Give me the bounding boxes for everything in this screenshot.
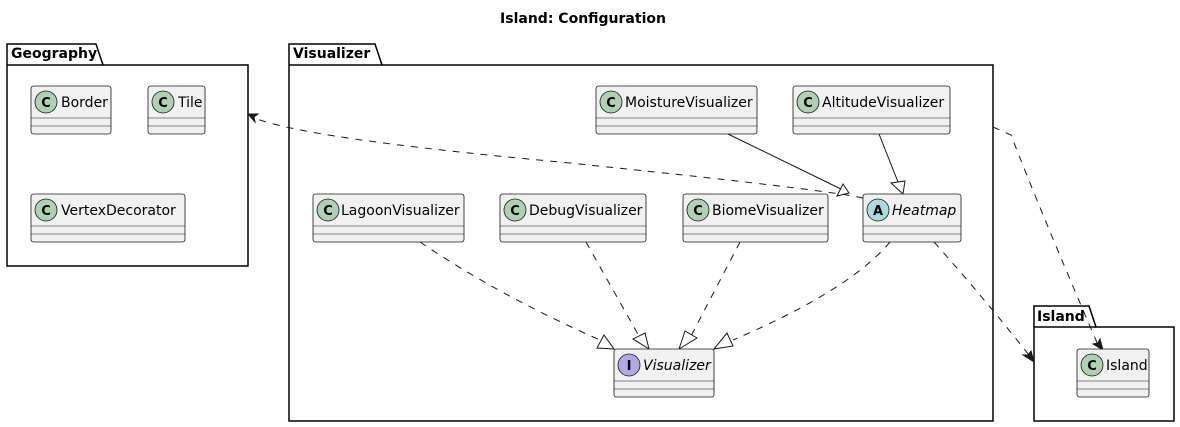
package-frame (6, 43, 249, 267)
class-name: Island (1106, 358, 1148, 374)
package-name: Visualizer (293, 46, 370, 62)
edge-altitude-heatmap (878, 133, 899, 183)
class-name: AltitudeVisualizer (822, 95, 944, 111)
class-stereotype: C (1087, 359, 1097, 374)
class-icon (34, 198, 58, 222)
class-icon (686, 198, 710, 222)
interface-icon (617, 353, 641, 377)
package-frame (1033, 305, 1175, 422)
abstract-class-icon (866, 198, 890, 222)
package-geography: Geography (6, 43, 249, 267)
class-icon (1080, 353, 1104, 377)
class-box (30, 193, 186, 243)
edge-biome-visualizer (690, 241, 741, 337)
class-name: Tile (177, 95, 203, 111)
class-name: Heatmap (892, 203, 956, 219)
edge-heatmap-visualizer (732, 241, 891, 341)
edge-heatmap-island (933, 241, 1033, 360)
class-lagoon-visualizer[interactable]: C LagoonVisualizer (312, 193, 465, 243)
dependency-head (1021, 349, 1035, 364)
class-name: BiomeVisualizer (712, 203, 824, 219)
class-stereotype: C (158, 96, 168, 111)
class-altitude-visualizer[interactable]: C AltitudeVisualizer (792, 85, 951, 135)
realization-head (631, 332, 650, 351)
class-icon (503, 198, 527, 222)
class-name: Border (61, 95, 108, 111)
package-name: Geography (11, 46, 97, 62)
package-island: Island (1033, 305, 1175, 422)
class-stereotype: C (41, 96, 51, 111)
inheritance-head (889, 180, 906, 196)
class-box (595, 85, 758, 135)
package-visualizer: Visualizer (288, 43, 994, 422)
realization-head (712, 332, 734, 350)
edge-debug-visualizer (585, 241, 640, 337)
class-stereotype: A (873, 204, 883, 219)
class-name: VertexDecorator (61, 203, 176, 219)
class-heatmap[interactable]: A Heatmap (862, 193, 962, 243)
class-stereotype: C (510, 204, 520, 219)
class-moisture-visualizer[interactable]: C MoistureVisualizer (595, 85, 758, 135)
class-icon (599, 90, 623, 114)
class-stereotype: C (693, 204, 703, 219)
class-stereotype: C (606, 96, 616, 111)
edge-heatmap-geography (251, 116, 864, 199)
class-name: Visualizer (643, 358, 712, 374)
class-box (312, 193, 465, 243)
relations (246, 113, 1104, 364)
edge-moisture-heatmap (727, 133, 846, 192)
class-icon (316, 198, 340, 222)
dependency-head (246, 113, 260, 124)
package-name: Island (1037, 309, 1085, 325)
class-box (499, 193, 647, 243)
class-border[interactable]: C Border (30, 85, 112, 135)
class-box (682, 193, 829, 243)
class-island[interactable]: C Island (1076, 348, 1150, 398)
class-debug-visualizer[interactable]: C DebugVisualizer (499, 193, 647, 243)
realization-head (678, 330, 698, 351)
class-biome-visualizer[interactable]: C BiomeVisualizer (682, 193, 829, 243)
realization-head (596, 334, 616, 350)
edge-visualizer-package-island (992, 126, 1099, 346)
class-stereotype: C (323, 204, 333, 219)
class-stereotype: C (41, 204, 51, 219)
class-stereotype: C (803, 96, 813, 111)
interface-visualizer[interactable]: I Visualizer (613, 348, 715, 398)
class-name: MoistureVisualizer (625, 95, 753, 111)
class-icon (151, 90, 175, 114)
edge-lagoon-visualizer (419, 241, 601, 341)
class-name: LagoonVisualizer (341, 203, 460, 219)
class-icon (34, 90, 58, 114)
package-frame (288, 43, 994, 422)
class-icon (796, 90, 820, 114)
dependency-head (1091, 337, 1104, 352)
class-name: DebugVisualizer (529, 203, 643, 219)
class-tile[interactable]: C Tile (147, 85, 206, 135)
class-box (792, 85, 951, 135)
class-vertex-decorator[interactable]: C VertexDecorator (30, 193, 186, 243)
class-stereotype: I (627, 359, 632, 374)
diagram-title: Island: Configuration (500, 11, 666, 27)
